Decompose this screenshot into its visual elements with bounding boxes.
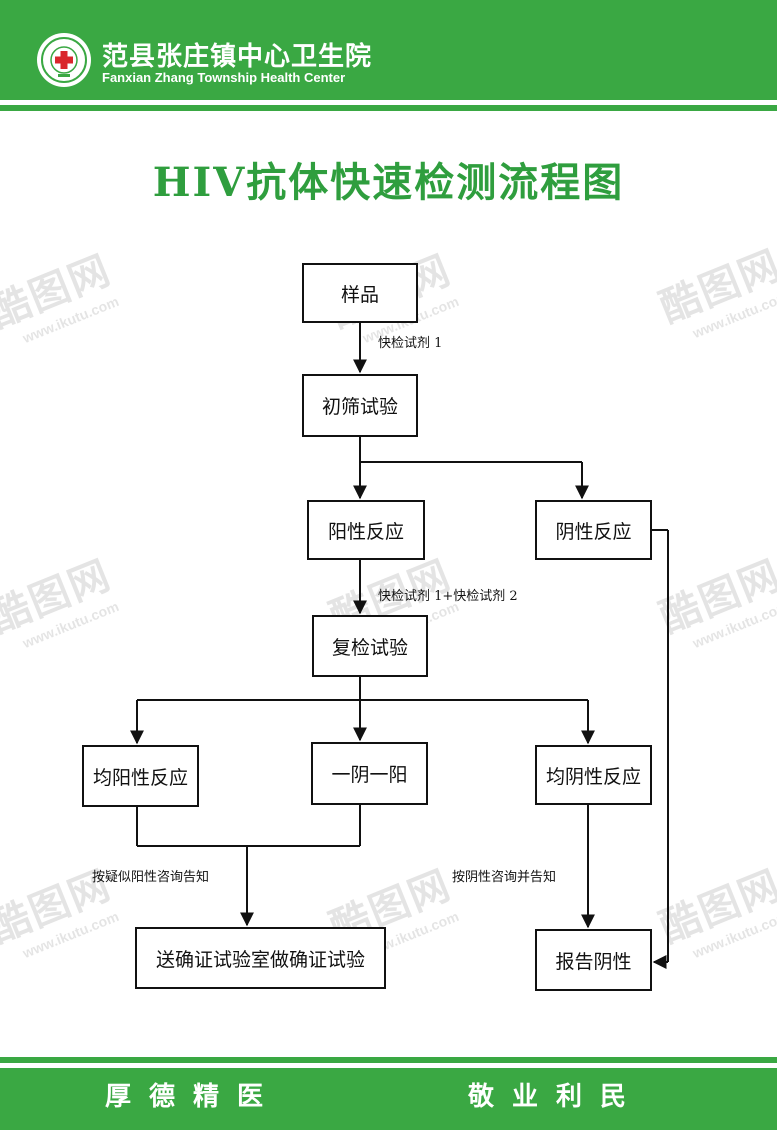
node-both-negative: 均阴性反应	[535, 745, 652, 805]
node-one-neg-one-pos: 一阴一阳	[311, 742, 428, 805]
node-initial-screen: 初筛试验	[302, 374, 418, 437]
node-send-confirm: 送确证试验室做确证试验	[135, 927, 386, 989]
page-title: HIV抗体快速检测流程图	[152, 159, 625, 206]
hospital-name-en: Fanxian Zhang Township Health Center	[102, 70, 346, 85]
node-report-negative: 报告阴性	[535, 929, 652, 991]
node-negative-reaction: 阴性反应	[535, 500, 652, 560]
header-banner	[0, 0, 777, 100]
footer-slogan-right: 敬业利民	[468, 1082, 645, 1112]
edge-label-negative-notify: 按阴性咨询并告知	[452, 870, 557, 885]
footer-banner	[0, 1068, 777, 1130]
footer-divider	[0, 1057, 777, 1063]
header-divider	[0, 105, 777, 111]
hospital-logo-icon	[37, 33, 91, 87]
node-positive-reaction: 阳性反应	[307, 500, 425, 560]
footer-slogan-left: 厚德精医	[105, 1082, 282, 1112]
hospital-name-cn: 范县张庄镇中心卫生院	[102, 42, 373, 72]
node-both-positive: 均阳性反应	[82, 745, 199, 807]
edge-label-reagent1: 快检试剂 1	[378, 336, 443, 351]
edge-label-suspected-positive: 按疑似阳性咨询告知	[92, 870, 210, 885]
edge-label-reagent1-2: 快检试剂 1+快检试剂 2	[378, 589, 518, 604]
node-sample: 样品	[302, 263, 418, 323]
node-retest: 复检试验	[312, 615, 428, 677]
